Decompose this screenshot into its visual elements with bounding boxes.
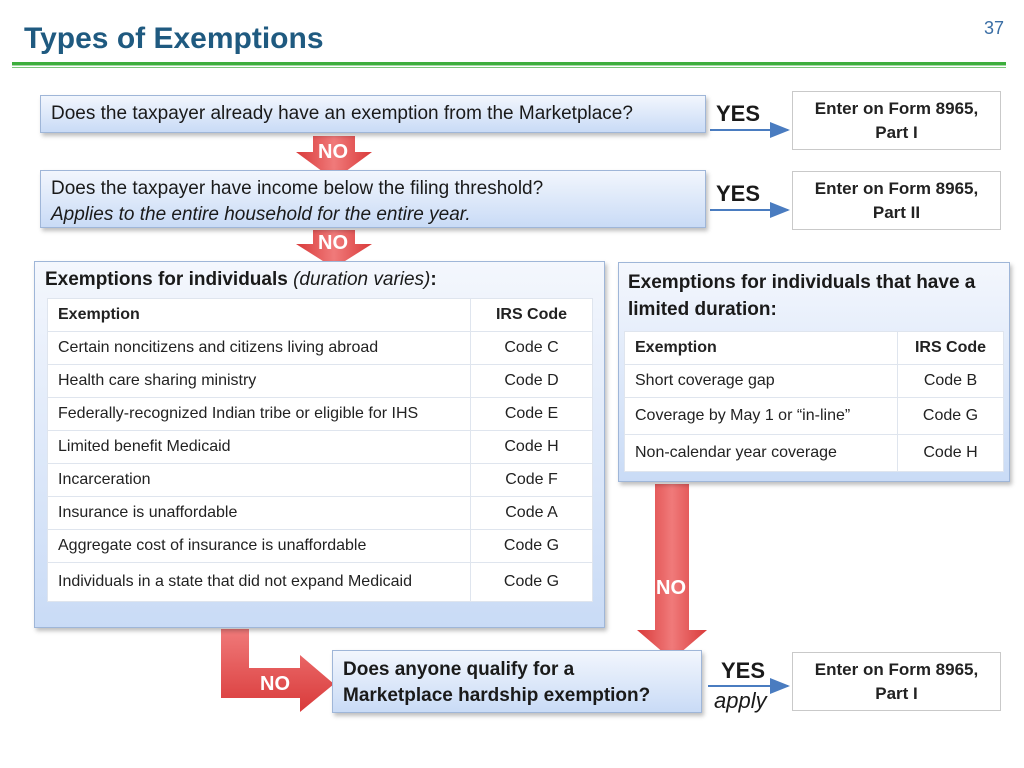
no-label-3: NO <box>656 577 686 599</box>
exemption-cell: Aggregate cost of insurance is unafforda… <box>47 529 471 563</box>
exemption-cell: Federally-recognized Indian tribe or eli… <box>47 397 471 431</box>
result-3-line-2: Part I <box>875 684 918 703</box>
column-header-exemption: Exemption <box>624 331 898 365</box>
question-2-text: Does the taxpayer have income below the … <box>51 178 544 199</box>
result-2-line-2: Part II <box>872 203 921 222</box>
table-row: Coverage by May 1 or “in-line” Code G <box>624 397 1004 435</box>
exemption-cell: Short coverage gap <box>624 364 898 398</box>
question-1-box: Does the taxpayer already have an exempt… <box>40 95 706 133</box>
limited-table-header: Exemption IRS Code <box>624 331 1004 365</box>
limited-heading-line-1: Exemptions for individuals that have a <box>628 272 976 293</box>
question-3-line-1: Does anyone qualify for a <box>343 659 575 680</box>
table-row: Incarceration Code F <box>47 463 593 497</box>
irs-code-cell: Code D <box>470 364 593 398</box>
irs-code-cell: Code F <box>470 463 593 497</box>
exemption-cell: Certain noncitizens and citizens living … <box>47 331 471 365</box>
column-header-irs-code: IRS Code <box>897 331 1004 365</box>
table-row: Short coverage gap Code B <box>624 364 1004 398</box>
table-row: Certain noncitizens and citizens living … <box>47 331 593 365</box>
individuals-heading: Exemptions for individuals (duration var… <box>45 269 437 291</box>
limited-heading: Exemptions for individuals that have a l… <box>628 269 975 323</box>
result-3-line-1: Enter on Form 8965, <box>814 660 979 679</box>
exemption-cell: Individuals in a state that did not expa… <box>47 562 471 602</box>
column-header-irs-code: IRS Code <box>470 298 593 332</box>
irs-code-cell: Code G <box>897 397 1004 435</box>
individuals-heading-colon: : <box>430 269 437 290</box>
result-1-line-2: Part I <box>875 123 918 142</box>
exemption-cell: Non-calendar year coverage <box>624 434 898 472</box>
limited-heading-line-2: limited duration: <box>628 299 777 320</box>
table-row: Insurance is unaffordable Code A <box>47 496 593 530</box>
table-row: Limited benefit Medicaid Code H <box>47 430 593 464</box>
limited-table: Exemption IRS Code Short coverage gap Co… <box>624 331 1004 472</box>
table-row: Health care sharing ministry Code D <box>47 364 593 398</box>
table-row: Federally-recognized Indian tribe or eli… <box>47 397 593 431</box>
question-2-note: Applies to the entire household for the … <box>51 204 471 225</box>
question-3-line-2: Marketplace hardship exemption? <box>343 685 651 706</box>
result-1-line-1: Enter on Form 8965, <box>814 99 979 118</box>
exemption-cell: Limited benefit Medicaid <box>47 430 471 464</box>
column-header-exemption: Exemption <box>47 298 471 332</box>
no-label-1: NO <box>318 141 348 163</box>
individuals-heading-italic: (duration varies) <box>293 269 431 290</box>
table-row: Non-calendar year coverage Code H <box>624 434 1004 472</box>
exemption-cell: Health care sharing ministry <box>47 364 471 398</box>
page-number: 37 <box>983 18 1004 38</box>
yes-label-1: YES <box>716 101 761 126</box>
question-3-box: Does anyone qualify for a Marketplace ha… <box>332 650 702 713</box>
result-box-3: Enter on Form 8965, Part I <box>792 652 1001 711</box>
limited-duration-panel: Exemptions for individuals that have a l… <box>618 262 1010 482</box>
title-rule <box>12 62 1006 66</box>
irs-code-cell: Code H <box>897 434 1004 472</box>
individuals-heading-bold: Exemptions for individuals <box>45 269 288 290</box>
no-label-2: NO <box>318 232 348 254</box>
table-row: Individuals in a state that did not expa… <box>47 562 593 602</box>
page-title: Types of Exemptions <box>24 22 324 55</box>
result-box-2: Enter on Form 8965, Part II <box>792 171 1001 230</box>
irs-code-cell: Code A <box>470 496 593 530</box>
yes-label-2: YES <box>716 181 761 206</box>
irs-code-cell: Code H <box>470 430 593 464</box>
question-1-text: Does the taxpayer already have an exempt… <box>51 103 633 124</box>
irs-code-cell: Code G <box>470 529 593 563</box>
question-2-box: Does the taxpayer have income below the … <box>40 170 706 228</box>
individuals-table: Exemption IRS Code Certain noncitizens a… <box>47 298 593 602</box>
result-2-line-1: Enter on Form 8965, <box>814 179 979 198</box>
table-row: Aggregate cost of insurance is unafforda… <box>47 529 593 563</box>
irs-code-cell: Code C <box>470 331 593 365</box>
no-arrow-4 <box>221 629 334 712</box>
title-rule-thin <box>12 67 1006 68</box>
no-arrow-1 <box>296 136 372 180</box>
irs-code-cell: Code E <box>470 397 593 431</box>
irs-code-cell: Code G <box>470 562 593 602</box>
individuals-table-header: Exemption IRS Code <box>47 298 593 332</box>
apply-label: apply <box>714 688 767 713</box>
exemption-cell: Incarceration <box>47 463 471 497</box>
result-box-1: Enter on Form 8965, Part I <box>792 91 1001 150</box>
irs-code-cell: Code B <box>897 364 1004 398</box>
exemption-cell: Coverage by May 1 or “in-line” <box>624 397 898 435</box>
no-arrow-3 <box>637 484 707 660</box>
individuals-panel: Exemptions for individuals (duration var… <box>34 261 605 628</box>
exemption-cell: Insurance is unaffordable <box>47 496 471 530</box>
yes-label-3: YES <box>721 658 766 683</box>
no-arrow-2 <box>296 230 372 268</box>
no-label-4: NO <box>260 673 290 695</box>
